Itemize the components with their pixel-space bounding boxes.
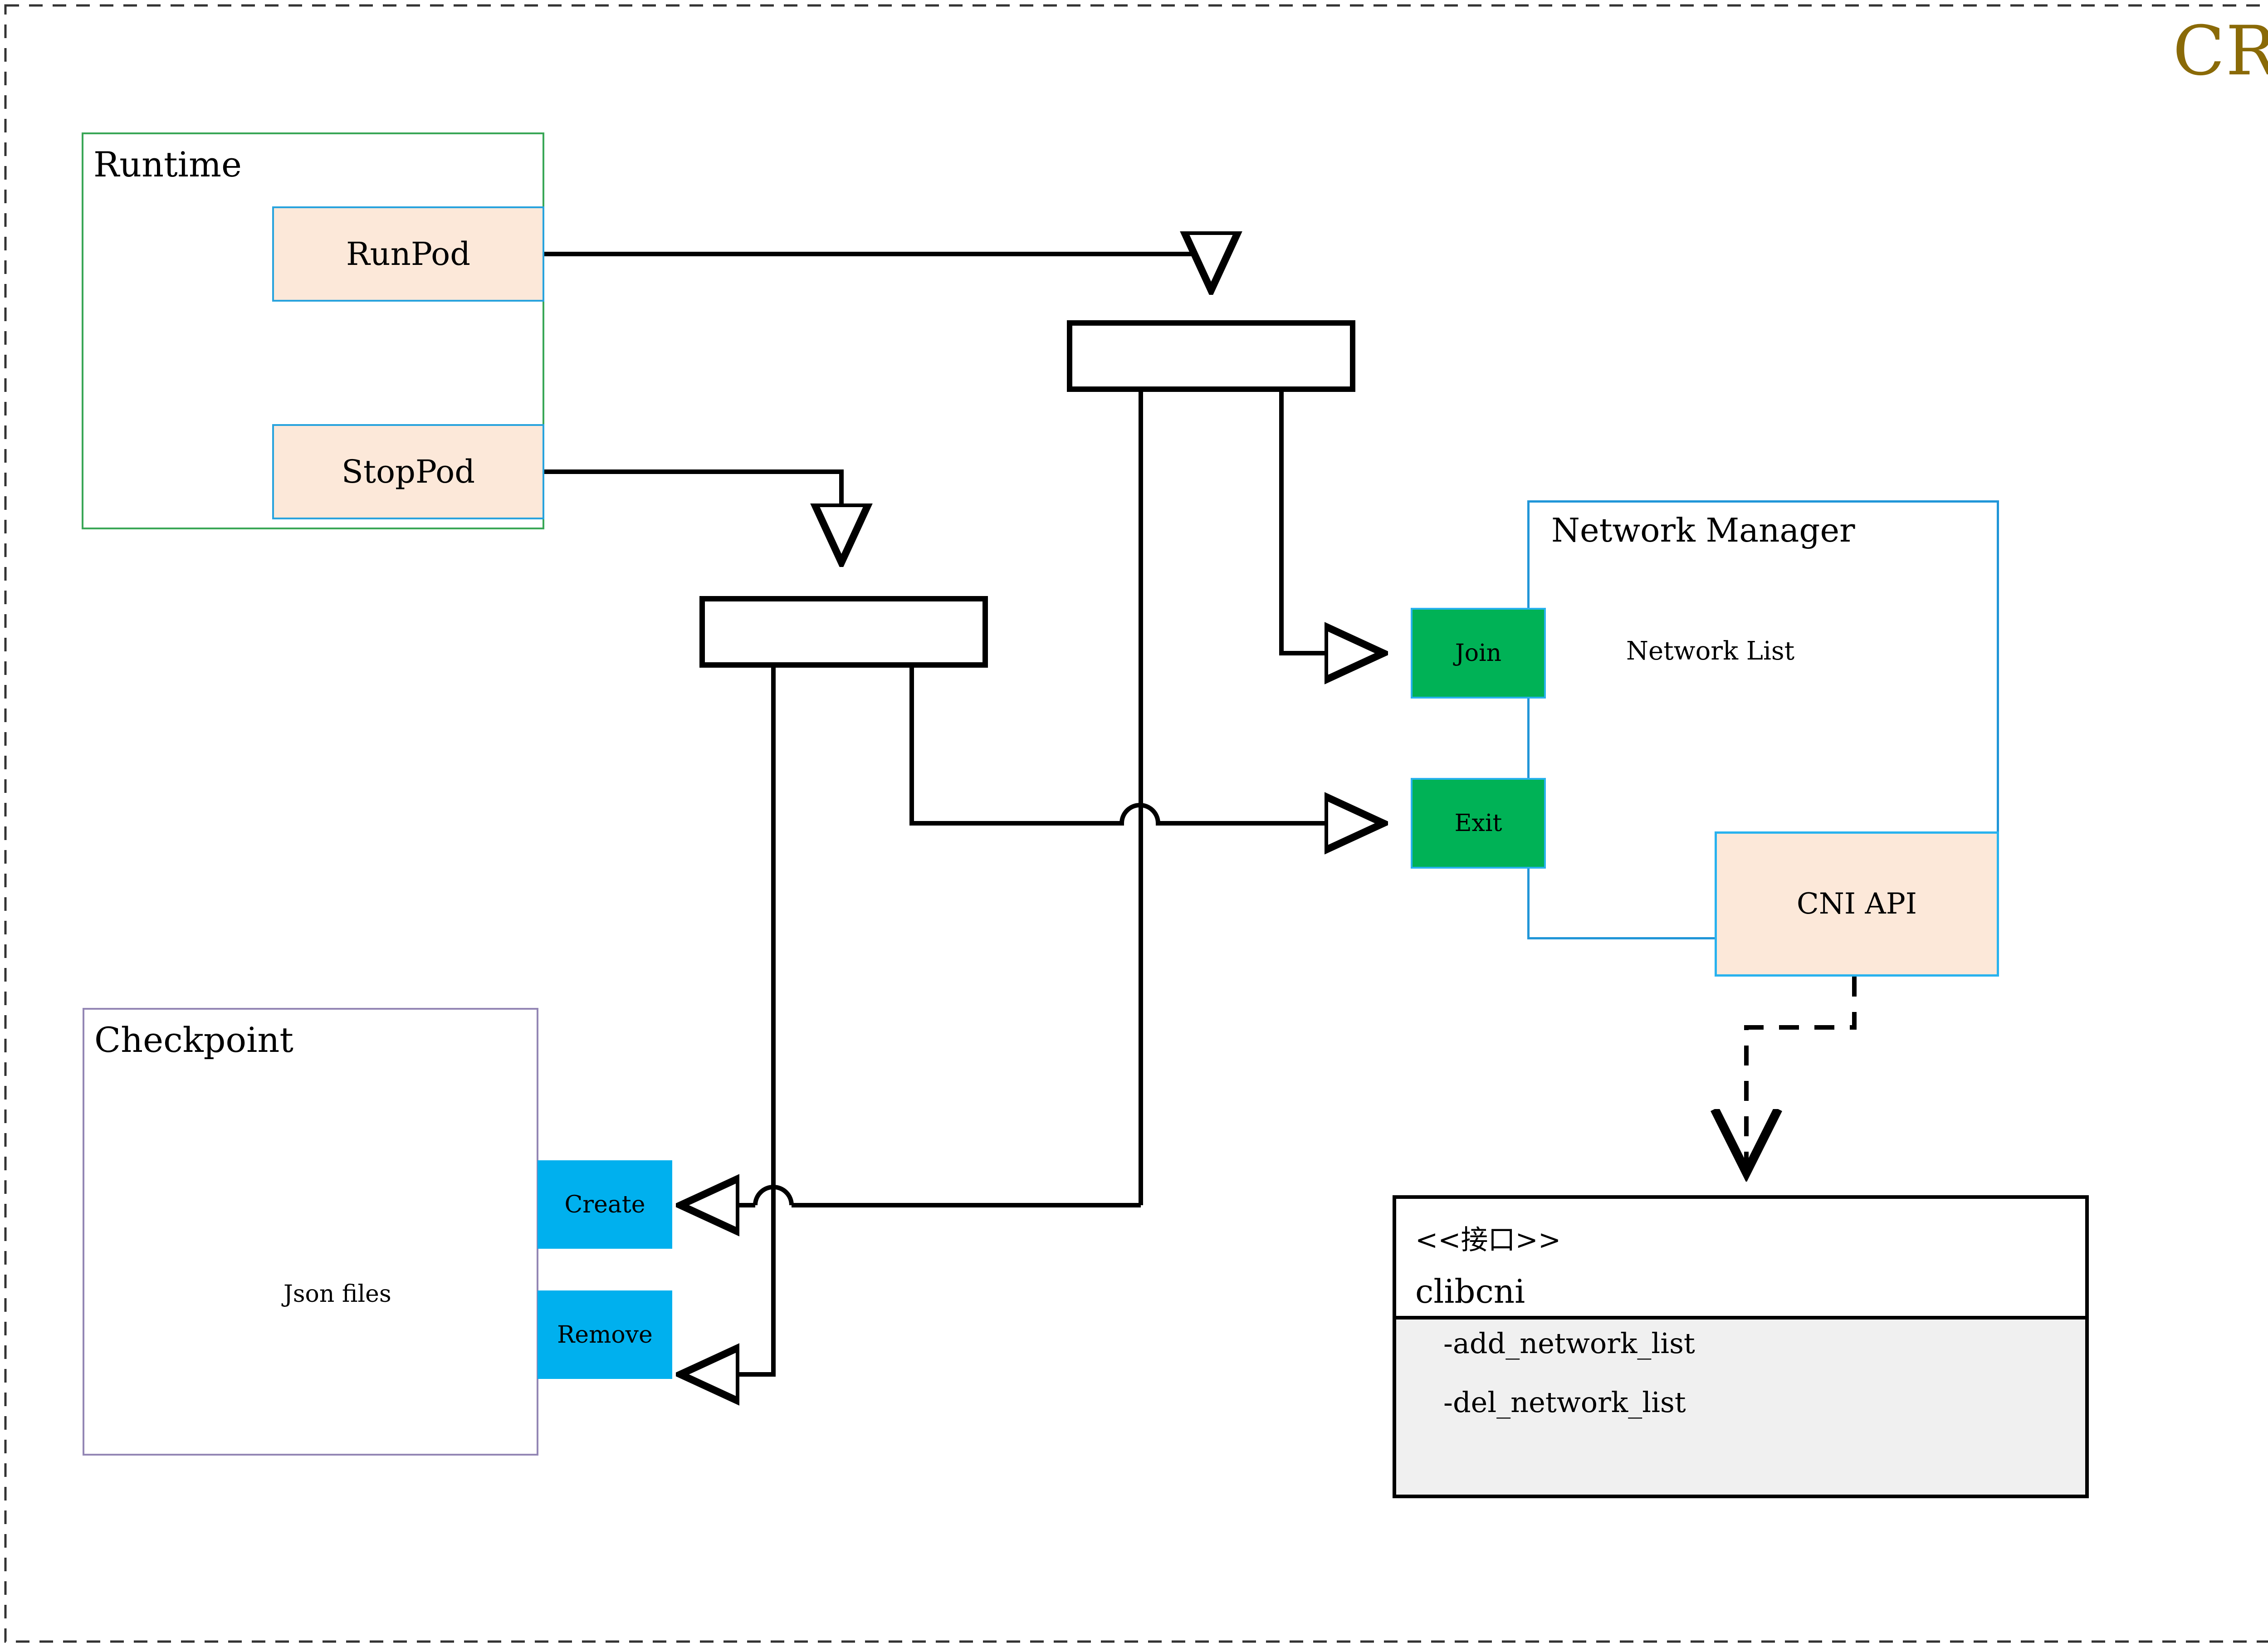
edge-fork1-right-to-join — [1279, 389, 1383, 653]
remove-action[interactable]: Remove — [538, 1290, 672, 1379]
checkpoint-package — [83, 1008, 538, 1456]
edge-fork2-right-to-exit — [909, 665, 1383, 823]
clibcni-methods-compartment — [1396, 1316, 2085, 1495]
network-manager-label: Network Manager — [1551, 511, 1855, 549]
outer-dashed-frame — [4, 4, 2268, 1643]
exit-label: Exit — [1454, 810, 1502, 837]
stoppod-operation[interactable]: StopPod — [272, 424, 544, 519]
network-list-label: Network List — [1626, 636, 1795, 666]
interface-stereotype: <<接口>> — [1415, 1224, 1561, 1256]
edge-cniapi-to-clibcni — [1746, 977, 1857, 1173]
runtime-label: Runtime — [93, 144, 242, 185]
remove-label: Remove — [557, 1321, 653, 1349]
method-add-network-list: -add_network_list — [1443, 1327, 1695, 1360]
interface-name: clibcni — [1415, 1272, 1525, 1310]
create-label: Create — [564, 1191, 645, 1218]
cni-api-component[interactable]: CNI API — [1715, 831, 1999, 977]
edge-runpod-to-fork1 — [544, 254, 1211, 290]
fork-bar-stoppod — [699, 596, 988, 668]
page-title: CRI — [2173, 12, 2268, 91]
runpod-label: RunPod — [346, 235, 471, 273]
method-del-network-list: -del_network_list — [1443, 1386, 1686, 1419]
checkpoint-label: Checkpoint — [94, 1020, 293, 1060]
join-label: Join — [1455, 640, 1502, 667]
join-port[interactable]: Join — [1411, 608, 1546, 699]
runpod-operation[interactable]: RunPod — [272, 206, 544, 302]
cni-api-label: CNI API — [1796, 887, 1917, 921]
json-files-label: Json files — [284, 1280, 391, 1308]
exit-port[interactable]: Exit — [1411, 778, 1546, 869]
clibcni-header-compartment — [1396, 1199, 2085, 1315]
edge-fork2-left-down — [680, 665, 776, 1374]
edge-stoppod-to-fork2 — [544, 469, 841, 562]
stoppod-label: StopPod — [341, 453, 475, 490]
create-action[interactable]: Create — [538, 1160, 672, 1249]
clibcni-interface-class — [1393, 1195, 2089, 1498]
fork-bar-runpod — [1067, 320, 1355, 392]
line-hop-create — [753, 1185, 794, 1206]
